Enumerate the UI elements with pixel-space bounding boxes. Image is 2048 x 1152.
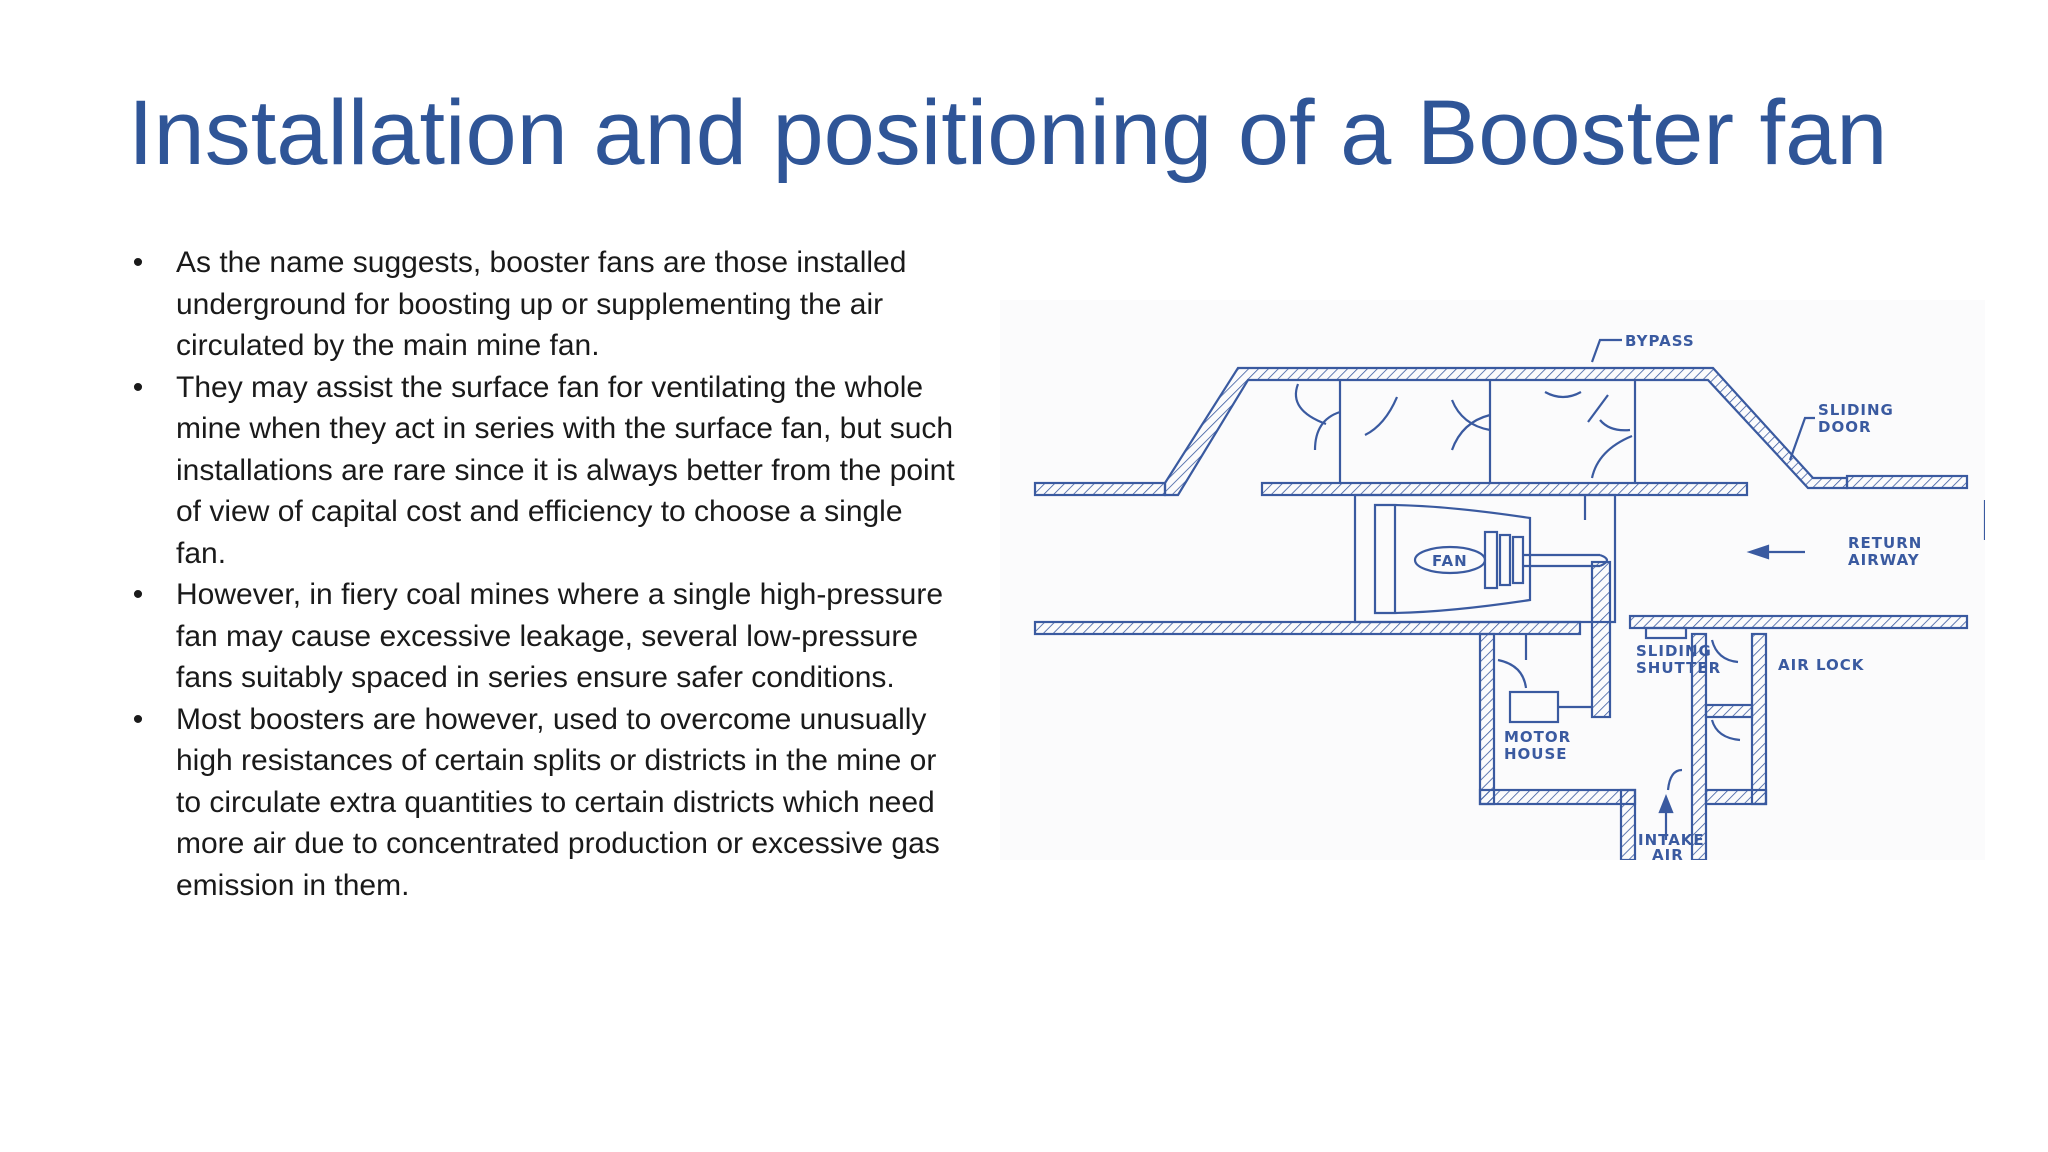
bullet-text: They may assist the surface fan for vent… <box>176 370 955 570</box>
label-intake-air: AIR <box>1652 846 1684 860</box>
fan-evase <box>1373 503 1532 615</box>
label-sliding-door: SLIDING <box>1818 401 1894 419</box>
label-sliding-door: DOOR <box>1818 418 1872 436</box>
airway-upper-wall-left <box>1033 481 1167 497</box>
airway-lower-wall-right <box>1628 614 1969 630</box>
bullet-list: • As the name suggests, booster fans are … <box>128 242 958 906</box>
airway-upper-wall-right <box>1845 474 1969 490</box>
label-return-airway: AIRWAY <box>1848 551 1920 569</box>
slide-title: Installation and positioning of a Booste… <box>128 82 1888 184</box>
airway-upper-wall-mid <box>1260 481 1749 497</box>
label-bypass: BYPASS <box>1625 332 1695 350</box>
bullet-dot: • <box>132 246 144 279</box>
label-sliding-shutter: SHUTTER <box>1636 659 1721 677</box>
bullet-item: • They may assist the surface fan for ven… <box>128 367 958 575</box>
label-return-airway: RETURN <box>1848 534 1922 552</box>
bullet-text: As the name suggests, booster fans are t… <box>176 246 907 362</box>
label-motor-house: HOUSE <box>1504 745 1568 763</box>
bullet-dot: • <box>132 578 144 611</box>
label-fan: FAN <box>1432 552 1468 570</box>
bypass-wall <box>1163 366 1849 497</box>
bullet-item: • However, in fiery coal mines where a si… <box>128 574 958 699</box>
motor <box>1508 690 1560 724</box>
diagram-svg: BYPASS SLIDING DOOR RETURN AIRWAY FAN SL… <box>1033 332 1985 860</box>
booster-fan-diagram: BYPASS SLIDING DOOR RETURN AIRWAY FAN SL… <box>1000 300 1985 860</box>
label-motor-house: MOTOR <box>1504 728 1571 746</box>
bullet-text: Most boosters are however, used to overc… <box>176 702 940 902</box>
airway-lower-wall-left <box>1033 620 1582 636</box>
bullet-item: • As the name suggests, booster fans are … <box>128 242 958 367</box>
bullet-dot: • <box>132 702 144 736</box>
drive-belt <box>1590 560 1612 719</box>
bullet-text: However, in fiery coal mines where a sin… <box>176 578 944 694</box>
bullet-item: • Most boosters are however, used to over… <box>128 699 958 907</box>
fan-chamber <box>1353 493 1617 624</box>
bullet-dot: • <box>132 370 144 404</box>
label-sliding-shutter: SLIDING <box>1636 642 1712 660</box>
label-air-lock: AIR LOCK <box>1778 656 1865 674</box>
label-intake-air: INTAKE <box>1638 831 1705 849</box>
